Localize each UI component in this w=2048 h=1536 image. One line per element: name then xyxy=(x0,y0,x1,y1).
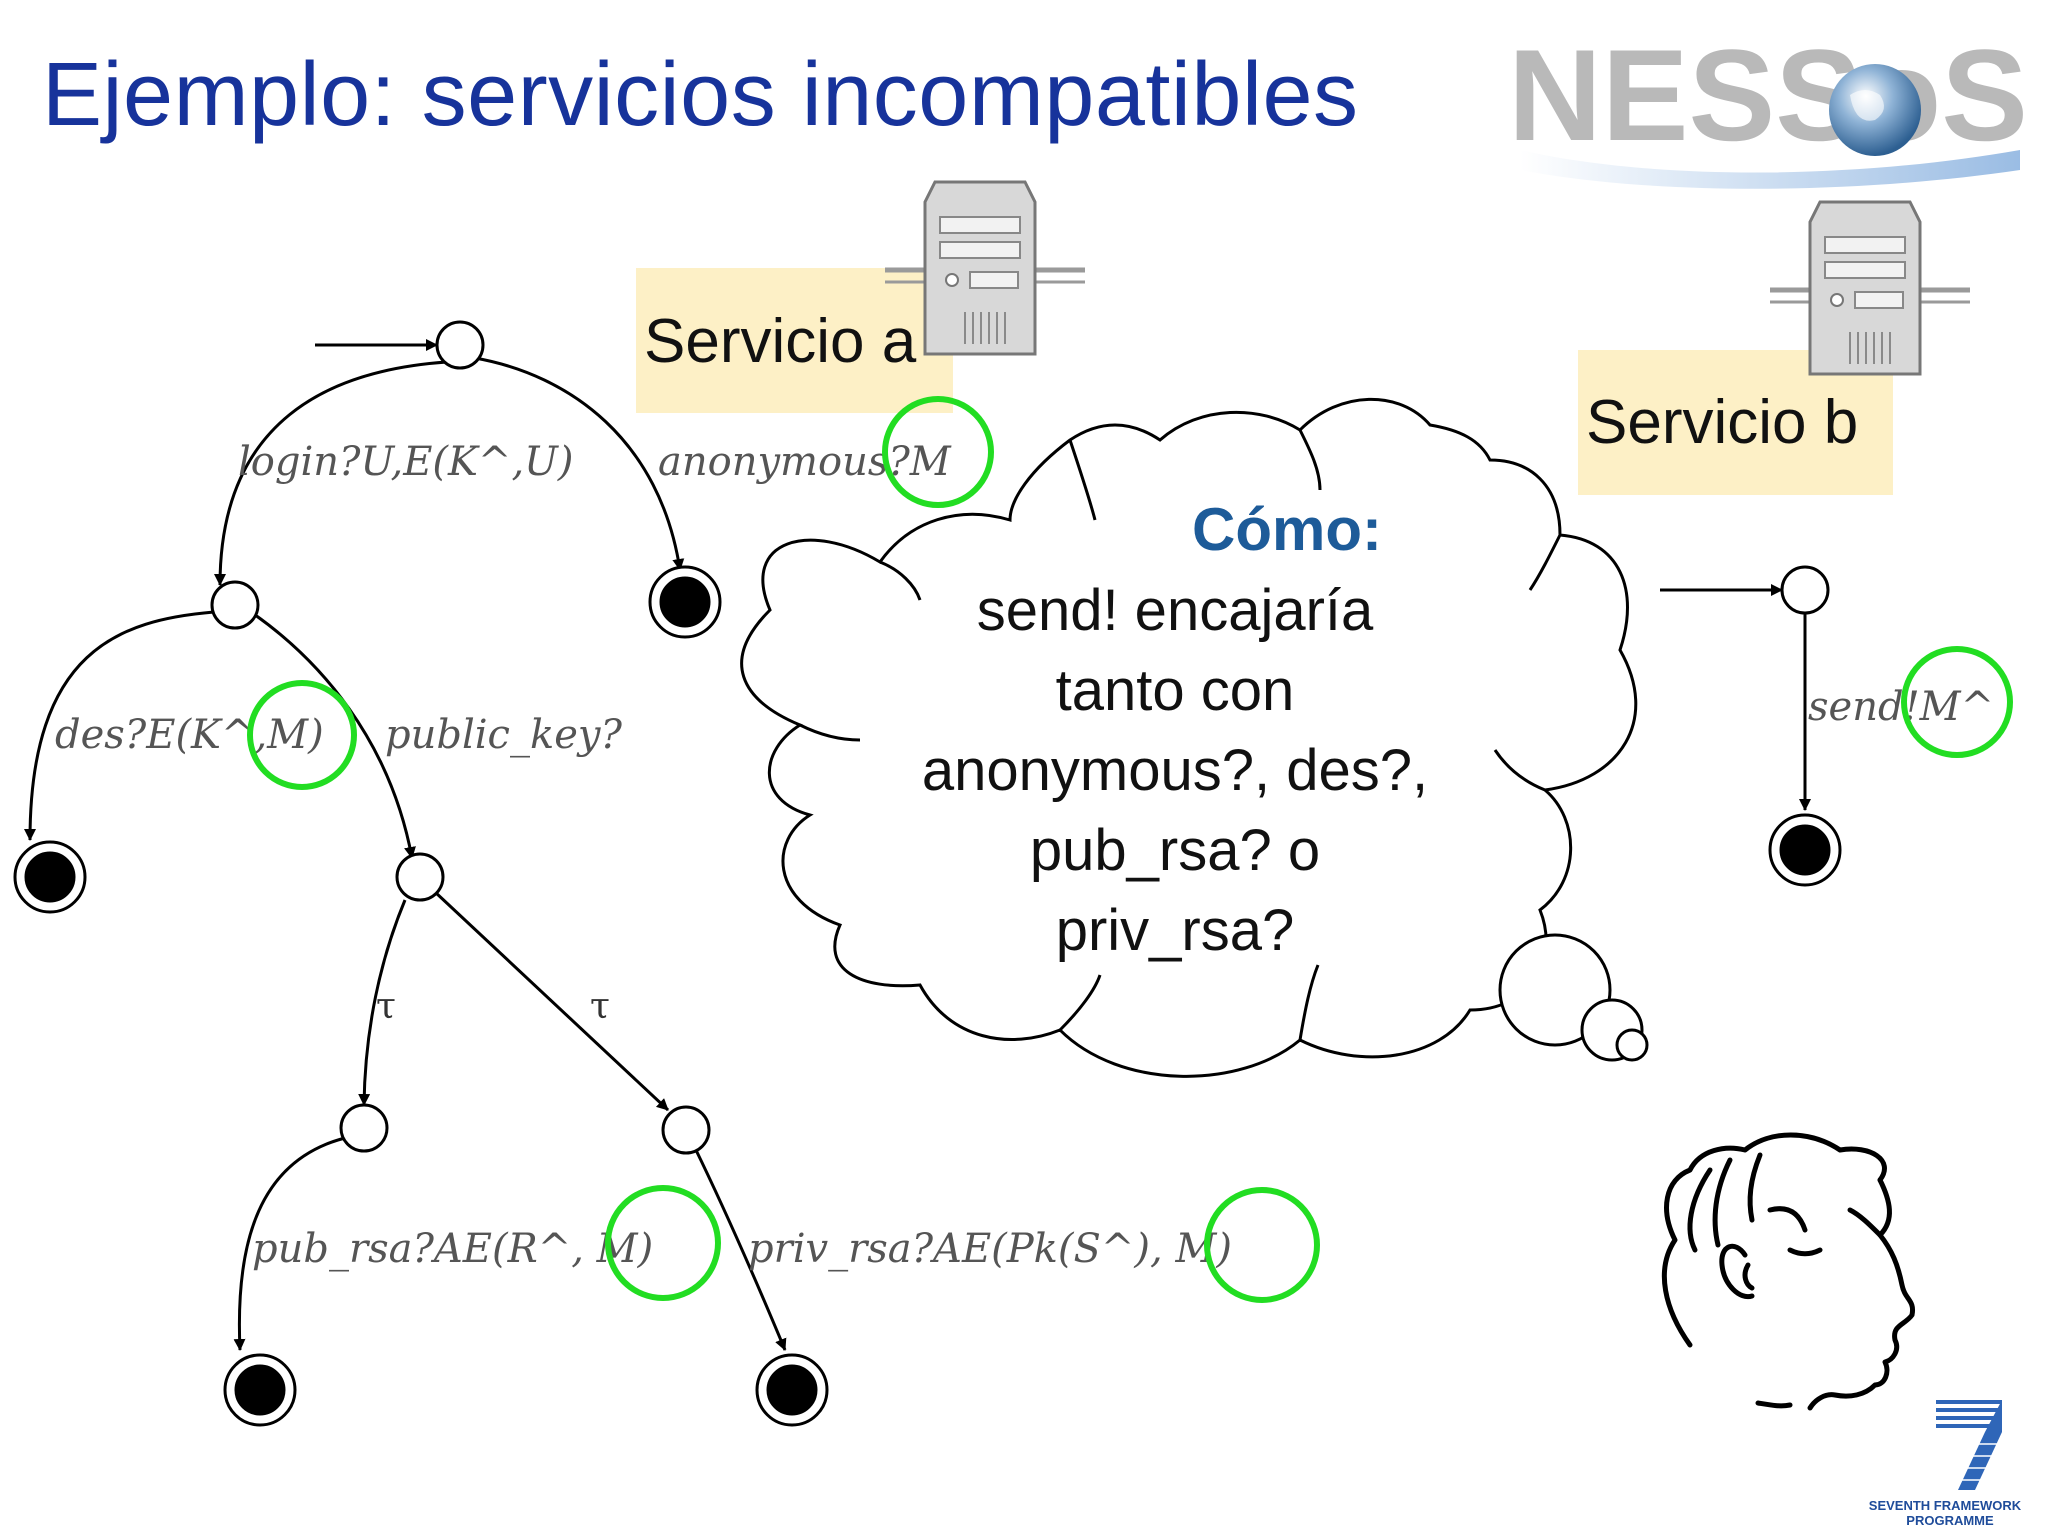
final-state-des xyxy=(13,840,87,914)
nessos-logo-text: NESSoS xyxy=(1508,22,2028,168)
highlight-circle-send xyxy=(1901,646,2013,758)
final-state-anonymous xyxy=(648,565,722,639)
label-des: des?E(K^,M) xyxy=(55,712,324,758)
edge-login xyxy=(214,360,448,586)
fp7-logo: SEVENTH FRAMEWORK PROGRAMME xyxy=(1869,1400,2022,1528)
service-a-label-box xyxy=(636,268,953,413)
state-a4 xyxy=(661,1105,711,1155)
label-anonymous: anonymous?M xyxy=(658,439,952,485)
highlight-circle-des xyxy=(247,680,357,790)
edge-tau-left xyxy=(358,899,407,1106)
fp7-line1: SEVENTH FRAMEWORK xyxy=(1869,1498,2022,1513)
label-login: login?U,E(K^,U) xyxy=(238,439,573,485)
server-icon xyxy=(1770,200,1970,376)
highlight-circles xyxy=(247,396,2013,1303)
label-priv-rsa: priv_rsa?AE(Pk(S^), M) xyxy=(748,1226,1232,1272)
fp7-line2: PROGRAMME xyxy=(1906,1513,1994,1528)
highlight-circle-pub-rsa xyxy=(605,1185,721,1301)
label-pub-rsa: pub_rsa?AE(R^, M) xyxy=(252,1226,653,1272)
edge-tau-right xyxy=(433,890,670,1112)
states-service-a xyxy=(13,320,829,1427)
final-state-priv-rsa xyxy=(755,1353,829,1427)
thinking-head-icon xyxy=(1661,1132,1916,1411)
label-tau-left: τ xyxy=(376,986,396,1027)
label-public-key: public_key? xyxy=(385,712,622,758)
label-tau-right: τ xyxy=(590,986,610,1027)
thought-heading: Cómo: xyxy=(1192,496,1382,563)
final-state-pub-rsa xyxy=(223,1353,297,1427)
label-send: send!M^ xyxy=(1808,684,1994,730)
state-a0 xyxy=(435,320,485,370)
thought-line: send! encajaría xyxy=(977,578,1374,643)
edge-anonymous xyxy=(474,356,685,571)
state-a2 xyxy=(395,852,445,902)
server-icon xyxy=(885,180,1085,356)
slide-title: Ejemplo: servicios incompatibles xyxy=(42,45,1359,145)
highlight-circle-anonymous xyxy=(882,396,994,508)
service-a-label: Servicio a xyxy=(644,307,917,376)
highlight-circle-priv-rsa xyxy=(1204,1187,1320,1303)
thought-line: pub_rsa? o xyxy=(1030,818,1320,883)
state-b0 xyxy=(1780,565,1830,615)
thought-line: anonymous?, des?, xyxy=(922,738,1428,803)
edge-pub-rsa xyxy=(233,1136,346,1351)
edge-priv-rsa xyxy=(693,1147,787,1351)
automaton-service-b xyxy=(1660,565,1842,887)
service-b-label: Servicio b xyxy=(1586,388,1858,457)
state-a1 xyxy=(210,580,260,630)
thought-cloud xyxy=(740,397,1649,1078)
thought-line: tanto con xyxy=(1056,658,1295,723)
edge-des xyxy=(24,610,215,841)
automaton-service-a xyxy=(24,339,787,1351)
nessos-logo: NESSoS xyxy=(1508,22,2028,189)
state-a3 xyxy=(339,1103,389,1153)
final-state-send xyxy=(1768,813,1842,887)
thought-line: priv_rsa? xyxy=(1056,898,1295,963)
